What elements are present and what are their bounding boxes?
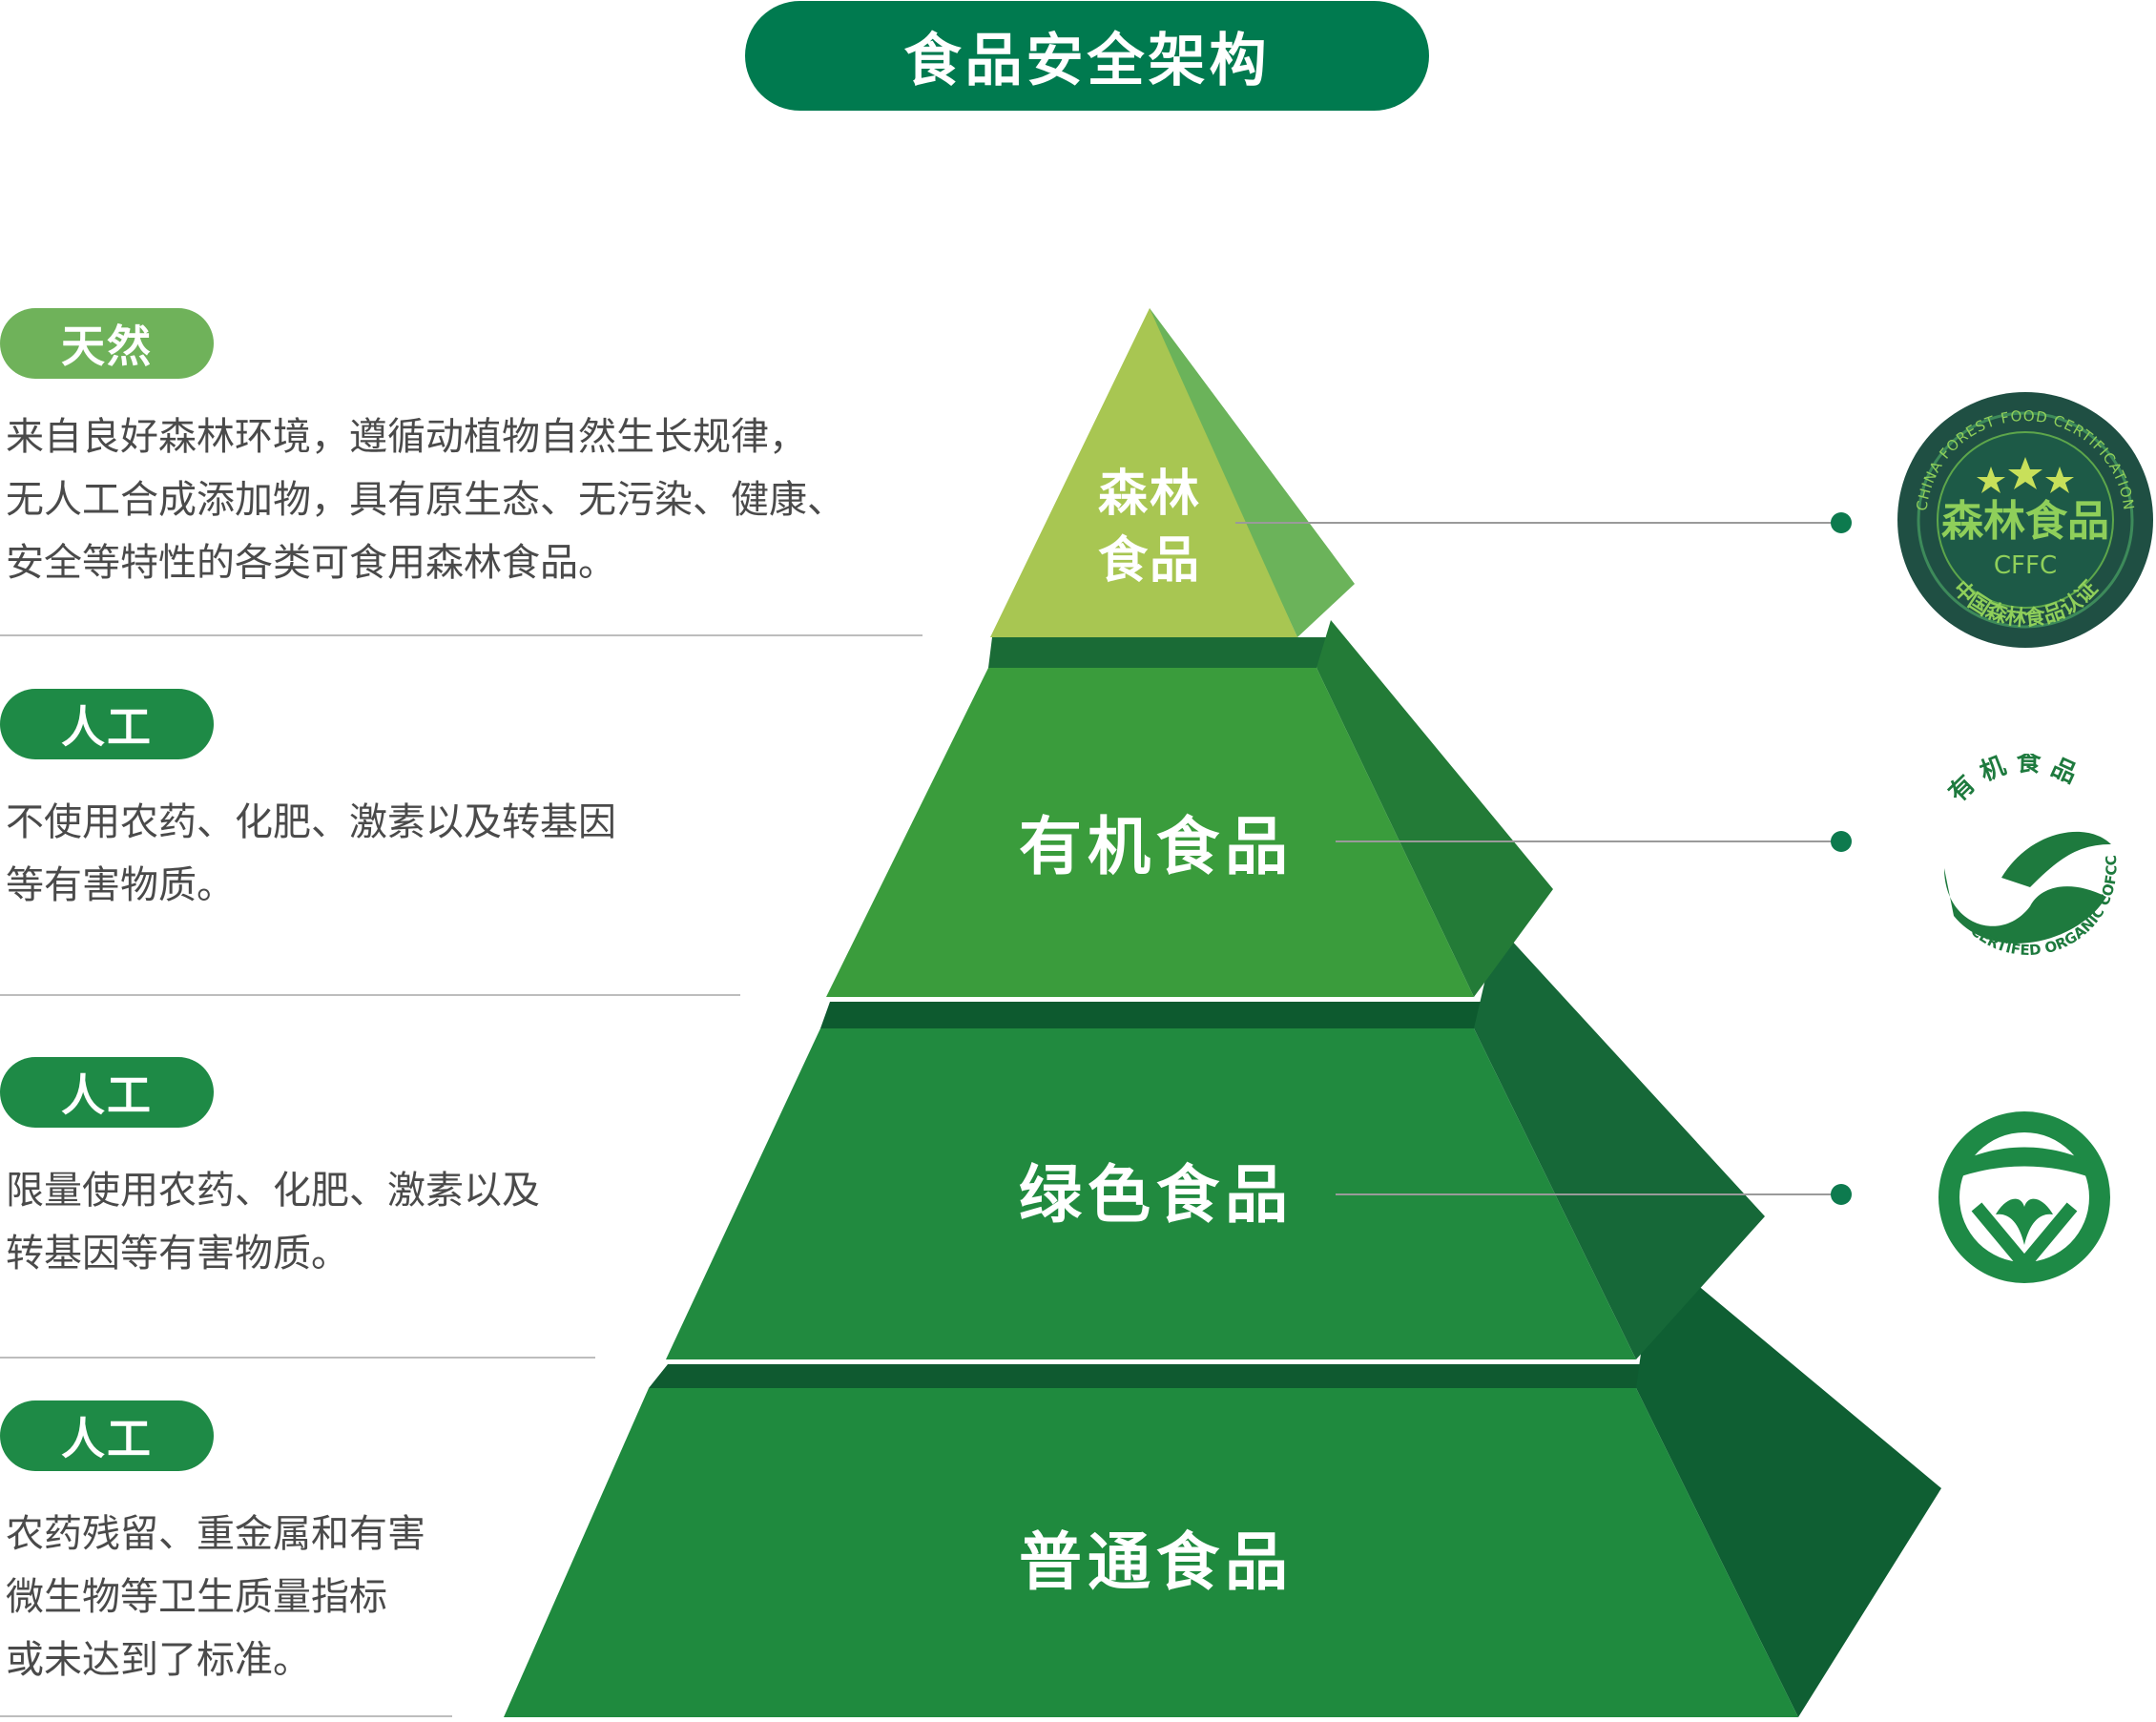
- connector-organic: [1336, 831, 1852, 852]
- divider: [0, 1715, 452, 1717]
- seal-stars-icon: [1977, 457, 2074, 493]
- level-label-common: 普通食品: [1019, 1525, 1294, 1599]
- description-organic-food: 不使用农药、化肥、激素以及转基因 等有害物质。: [6, 800, 616, 907]
- pyramid-level-organic: 有机食品: [826, 620, 1553, 997]
- level-label-green: 绿色食品: [1019, 1158, 1294, 1232]
- pyramid-level-common: 普通食品: [504, 1250, 1941, 1717]
- seal-code-text: CFFC: [1994, 551, 2057, 580]
- green-logo-v-icon: [1971, 1202, 2078, 1271]
- level-label-organic: 有机食品: [1019, 810, 1294, 883]
- connector-forest: [1235, 512, 1852, 533]
- green-food-logo: [1938, 1111, 2110, 1283]
- tag-natural: 天然: [0, 308, 214, 379]
- organic-leaf-icon: [2001, 831, 2111, 887]
- pyramid-level-green: 绿色食品: [666, 925, 1765, 1359]
- green-logo-leaf-icon: [1996, 1198, 2053, 1245]
- level-label-forest-line1: 森林: [1098, 466, 1201, 523]
- pyramid-level-forest: 森林 食品: [990, 308, 1355, 637]
- organic-hand-icon: [1944, 868, 2106, 944]
- divider: [0, 994, 740, 996]
- connector-green: [1336, 1184, 1852, 1205]
- seal-center-text: 森林食品: [1941, 497, 2109, 546]
- description-forest-food: 来自良好森林环境，遵循动植物自然生长规律， 无人工合成添加物，具有原生态、无污染…: [6, 415, 845, 585]
- organic-food-logo: 有 机 食 品 CERTIFED ORGANIC COFCC: [1943, 754, 2120, 959]
- level-label-forest-line2: 食品: [1098, 532, 1201, 590]
- divider: [0, 634, 923, 636]
- organic-logo-top-text: 有 机 食 品: [1943, 754, 2081, 808]
- tag-artificial-organic: 人工: [0, 689, 214, 759]
- green-logo-sun-band-icon: [1946, 1147, 2103, 1182]
- tag-artificial-green: 人工: [0, 1057, 214, 1128]
- description-common-food: 农药残留、重金属和有害 微生物等卫生质量指标 或未达到了标准。: [6, 1512, 425, 1682]
- cffc-forest-food-seal: CHINA FOREST FOOD CERTIFICATION 森林食品 CFF…: [1897, 392, 2153, 648]
- page-title: 食品安全架构: [745, 1, 1429, 111]
- tag-artificial-common: 人工: [0, 1400, 214, 1471]
- divider: [0, 1357, 595, 1359]
- description-green-food: 限量使用农药、化肥、激素以及 转基因等有害物质。: [6, 1169, 540, 1276]
